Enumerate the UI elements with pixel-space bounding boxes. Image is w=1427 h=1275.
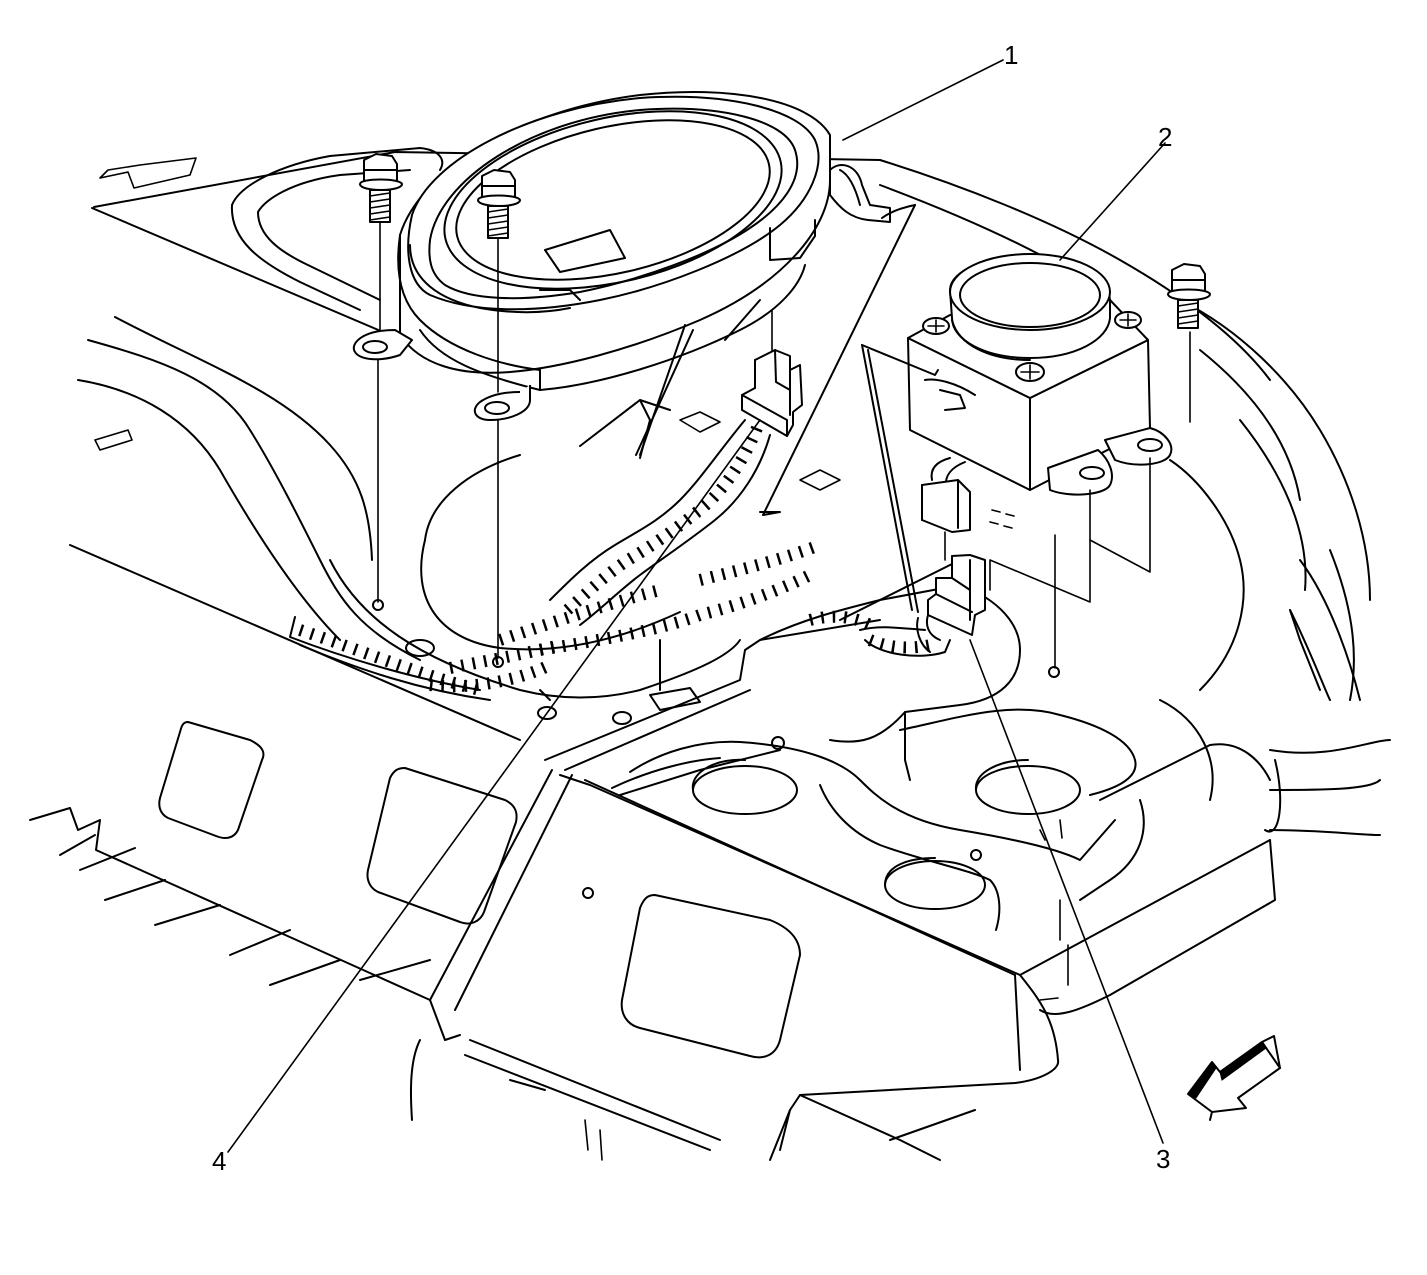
speaker-connector xyxy=(549,309,803,626)
bolt-right xyxy=(989,263,1211,678)
bolt-icon xyxy=(359,153,521,668)
callout-line-4 xyxy=(227,419,761,1153)
callout-line-2 xyxy=(1059,142,1166,261)
callout-line-1 xyxy=(842,59,1004,141)
bolt-center xyxy=(477,169,521,668)
rear-shelf-panel xyxy=(29,147,1391,1161)
tweeter-speaker xyxy=(907,253,1173,496)
callout-2: 2 xyxy=(1158,122,1172,152)
leader-lines xyxy=(635,204,939,613)
callout-line-3 xyxy=(969,639,1164,1144)
callout-1: 1 xyxy=(1004,40,1018,70)
oval-speaker xyxy=(352,90,891,651)
callout-labels: 1 2 3 4 xyxy=(212,40,1172,1176)
front-direction-arrow-icon xyxy=(1187,1035,1281,1121)
callout-lines xyxy=(227,59,1166,1153)
callout-3: 3 xyxy=(1156,1144,1170,1174)
tweeter-connector xyxy=(916,479,1015,653)
bolt-left xyxy=(359,153,403,611)
callout-4: 4 xyxy=(212,1146,226,1176)
